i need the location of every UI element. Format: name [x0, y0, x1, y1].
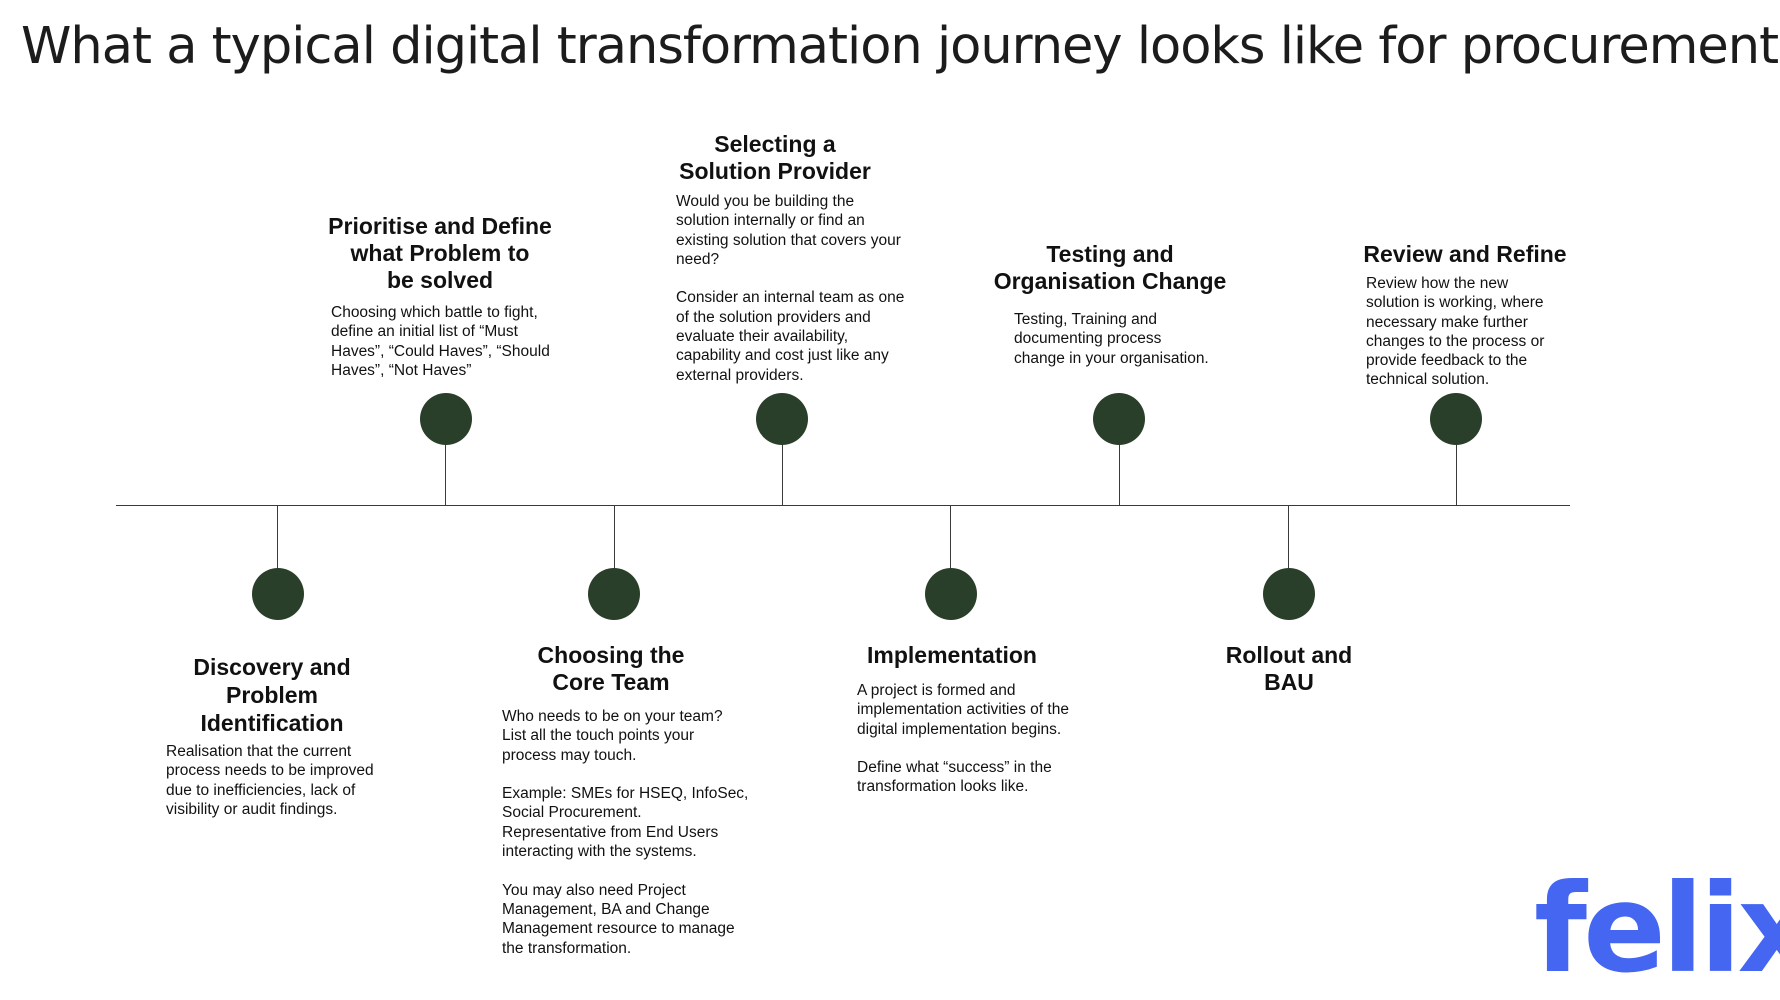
step-2-connector — [445, 419, 446, 505]
step-3-description: Who needs to be on your team? List all t… — [502, 708, 749, 957]
step-5-description: A project is formed and implementation a… — [857, 682, 1069, 796]
step-7-node — [1263, 568, 1315, 620]
step-8-heading: Review and Refine — [1363, 241, 1567, 267]
step-8-connector — [1456, 419, 1457, 505]
step-2-description: Choosing which battle to fight, define a… — [331, 304, 550, 379]
step-2-heading: Prioritise and Define what Problem to be… — [328, 213, 552, 293]
felix-logo: felix — [1534, 858, 1780, 1000]
step-4-node — [756, 393, 808, 445]
step-6-heading: Testing and Organisation Change — [993, 241, 1227, 294]
step-4-connector — [782, 419, 783, 505]
timeline-axis — [116, 505, 1570, 506]
step-3-connector — [614, 506, 615, 592]
step-7-connector — [1288, 506, 1289, 592]
step-5-connector — [950, 506, 951, 592]
step-1-heading: Discovery and Problem Identification — [193, 654, 351, 736]
step-1-connector — [277, 506, 278, 592]
page-title: What a typical digital transformation jo… — [21, 17, 1779, 76]
step-5-heading: Implementation — [867, 642, 1037, 668]
step-6-connector — [1119, 419, 1120, 505]
step-6-description: Testing, Training and documenting proces… — [1014, 311, 1209, 367]
step-4-heading: Selecting a Solution Provider — [679, 131, 871, 184]
step-3-heading: Choosing the Core Team — [537, 642, 685, 695]
step-5-node — [925, 568, 977, 620]
step-8-description: Review how the new solution is working, … — [1366, 275, 1545, 389]
step-1-description: Realisation that the current process nee… — [166, 743, 374, 818]
step-3-node — [588, 568, 640, 620]
step-8-node — [1430, 393, 1482, 445]
step-1-node — [252, 568, 304, 620]
step-6-node — [1093, 393, 1145, 445]
step-4-description: Would you be building the solution inter… — [676, 193, 905, 384]
step-2-node — [420, 393, 472, 445]
step-7-heading: Rollout and BAU — [1225, 642, 1353, 695]
